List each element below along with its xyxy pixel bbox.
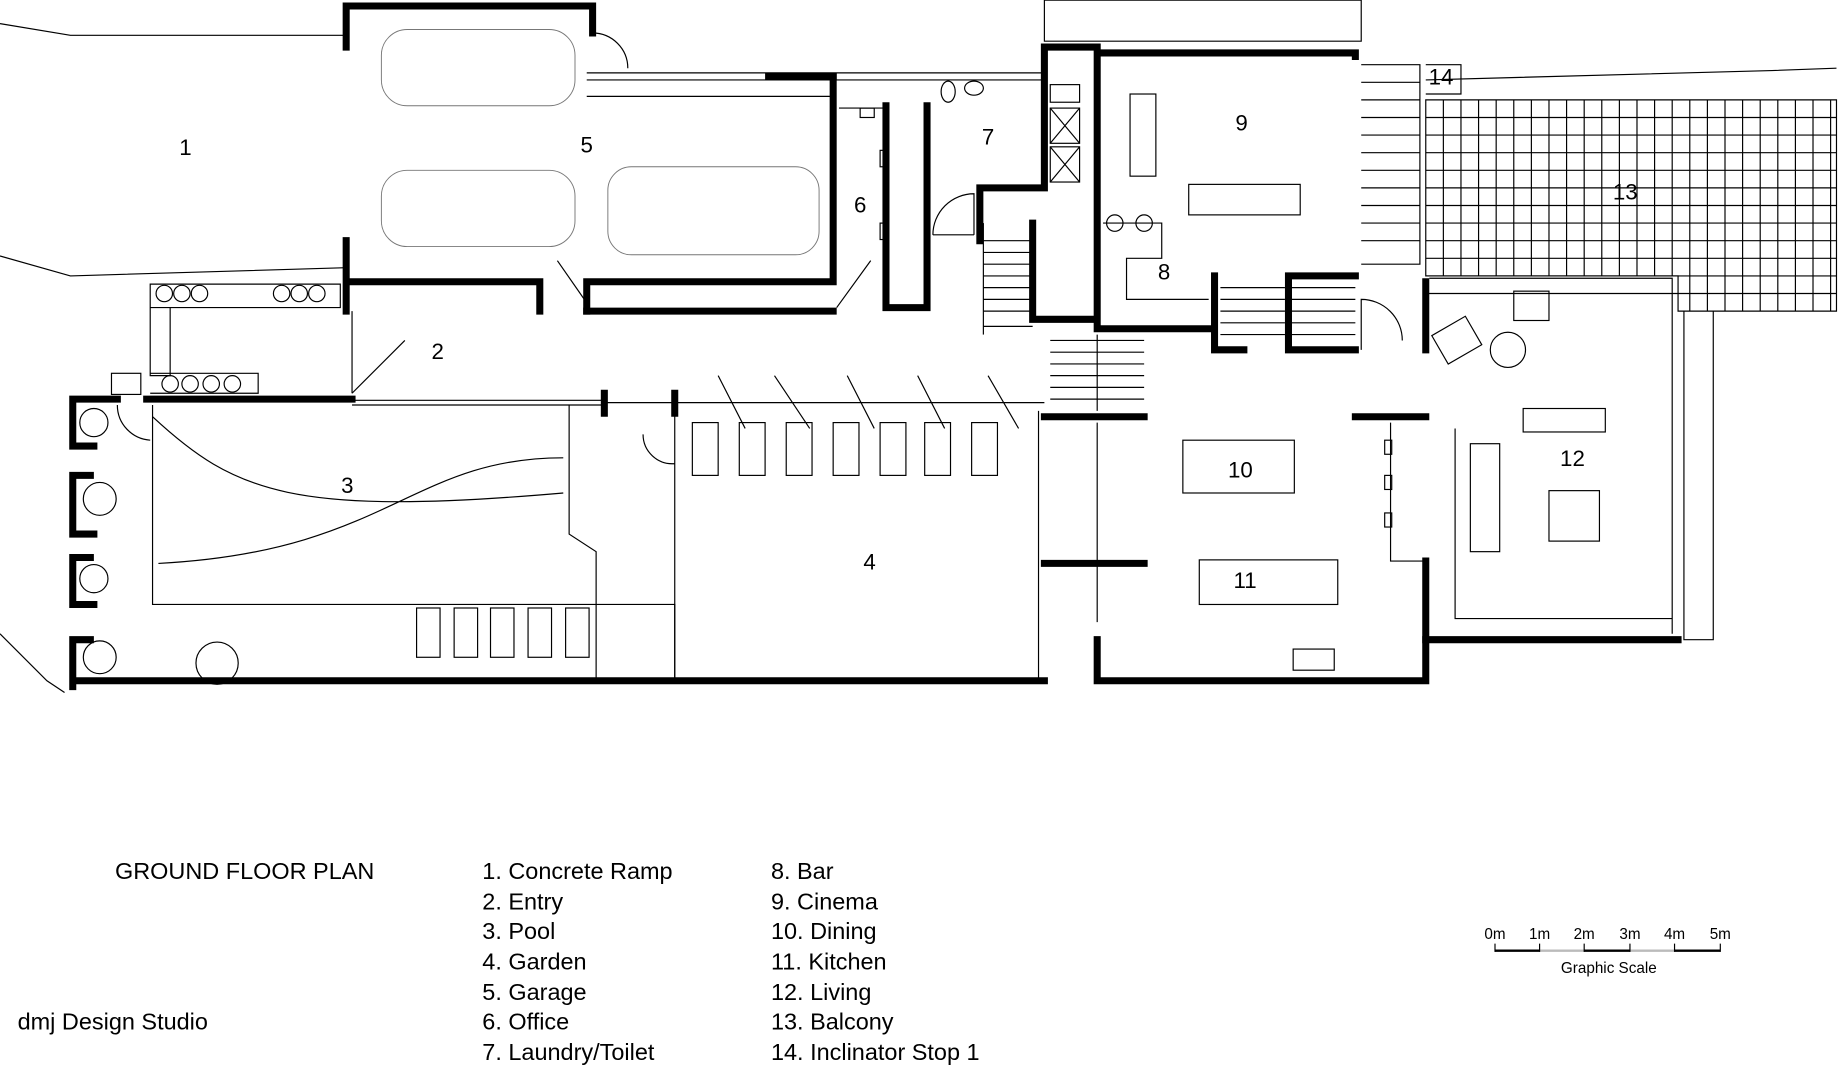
scale-label: Graphic Scale (1561, 960, 1657, 977)
site-lines (0, 23, 347, 693)
legend-item: 7. Laundry/Toilet (482, 1039, 655, 1065)
scale-tick: 5m (1710, 926, 1731, 943)
room-label-7: 7 (982, 124, 994, 149)
stairs (982, 0, 1421, 411)
legend-item: 2. Entry (482, 889, 563, 915)
legend-item: 9. Cinema (771, 889, 879, 915)
room-label-1: 1 (179, 135, 191, 160)
car-icons (380, 29, 820, 256)
legend-item: 3. Pool (482, 918, 555, 944)
room-label-4: 4 (863, 549, 875, 574)
studio-name: dmj Design Studio (18, 1008, 208, 1034)
cinema-walls (1093, 49, 1359, 333)
balcony-tile-lines (1425, 99, 1837, 312)
plant-icons (79, 284, 326, 685)
dining-kitchen-walls (1037, 410, 1430, 685)
legend-item: 14. Inclinator Stop 1 (771, 1039, 980, 1065)
room-label-12: 12 (1560, 446, 1585, 471)
scale-tick: 3m (1619, 926, 1640, 943)
room-label-9: 9 (1235, 110, 1247, 135)
room-label-6: 6 (854, 193, 866, 218)
legend-item: 12. Living (771, 979, 871, 1005)
graphic-scale: 0m 1m 2m 3m 4m 5m Graphic Scale (1484, 926, 1730, 977)
room-label-3: 3 (341, 473, 353, 498)
scale-tick: 4m (1664, 926, 1685, 943)
legend-item: 10. Dining (771, 918, 877, 944)
room-label-14: 14 (1429, 65, 1454, 90)
plan-title: GROUND FLOOR PLAN (115, 858, 374, 884)
legend-item: 5. Garage (482, 979, 586, 1005)
balcony-grid (1425, 64, 1838, 312)
room-label-5: 5 (581, 133, 593, 158)
room-label-2: 2 (432, 339, 444, 364)
legend-item: 8. Bar (771, 858, 834, 884)
garage-walls (342, 2, 1045, 315)
scale-tick: 1m (1529, 926, 1550, 943)
living-walls (1360, 277, 1714, 644)
room-label-8: 8 (1158, 259, 1170, 284)
legend-item: 4. Garden (482, 948, 586, 974)
legend-item: 6. Office (482, 1008, 569, 1034)
room-labels: 1 2 3 4 5 6 7 8 9 10 11 12 13 14 (179, 65, 1637, 593)
scale-tick: 2m (1574, 926, 1595, 943)
legend-item: 1. Concrete Ramp (482, 858, 672, 884)
room-label-13: 13 (1613, 180, 1638, 205)
legend-item: 11. Kitchen (771, 948, 887, 974)
pool-walls (69, 283, 1048, 691)
scale-tick: 0m (1484, 926, 1505, 943)
legend-col1: 1. Concrete Ramp 2. Entry 3. Pool 4. Gar… (482, 858, 672, 1065)
stepping-stones (415, 375, 1020, 658)
room-label-10: 10 (1228, 458, 1253, 483)
legend-item: 13. Balcony (771, 1008, 894, 1034)
legend-col2: 8. Bar 9. Cinema 10. Dining 11. Kitchen … (771, 858, 980, 1065)
office-walls (836, 43, 1101, 312)
room-label-11: 11 (1233, 568, 1256, 593)
